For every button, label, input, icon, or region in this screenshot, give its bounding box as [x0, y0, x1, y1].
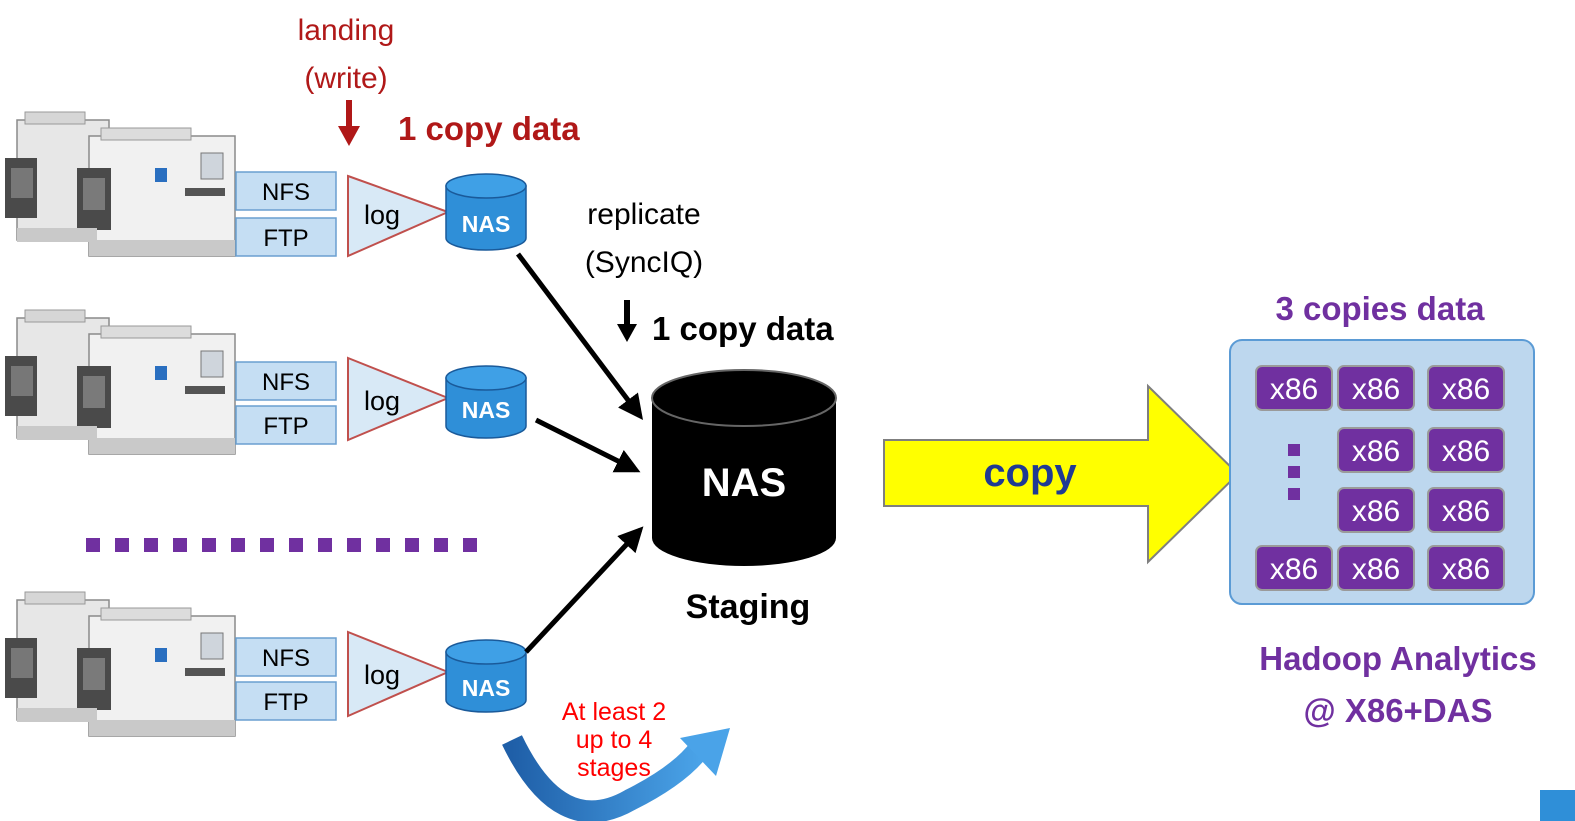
- x86-node-chip: [1337, 545, 1415, 591]
- log-label: log: [364, 660, 400, 690]
- replicate-arrow-1: [516, 252, 644, 420]
- x86-node-label: x86: [1352, 495, 1400, 528]
- staging-nas-cylinder-icon: [651, 369, 837, 566]
- nas-cylinder-icon: [445, 639, 527, 713]
- x86-node-label: x86: [1442, 373, 1490, 406]
- x86-node-chip: [1255, 545, 1333, 591]
- nfs-box: [235, 171, 337, 211]
- hadoop-caption-line1: Hadoop Analytics: [1259, 640, 1537, 677]
- nfs-box: [235, 361, 337, 401]
- ftp-box: [235, 405, 337, 445]
- ftp-box: [235, 681, 337, 721]
- ftp-label: FTP: [263, 413, 308, 440]
- corner-marker: [1540, 790, 1575, 821]
- x86-node-label: x86: [1442, 495, 1490, 528]
- semiconductor-tool-icon: [4, 591, 236, 737]
- copy-arrow-icon: [883, 383, 1240, 565]
- nfs-label: NFS: [262, 179, 310, 206]
- x86-node-label: x86: [1352, 553, 1400, 586]
- x86-node-chip: [1337, 427, 1415, 473]
- ftp-label: FTP: [263, 225, 308, 252]
- nas-cylinder-icon: [445, 173, 527, 251]
- hadoop-ellipsis-icon: [1288, 444, 1300, 500]
- semiconductor-tool-icon: [4, 309, 236, 455]
- landing-copy-label: 1 copy data: [398, 110, 580, 147]
- nas-label: NAS: [462, 675, 511, 701]
- nas-label: NAS: [462, 397, 511, 423]
- replicate-down-arrow-icon: [617, 300, 637, 342]
- log-label: log: [364, 200, 400, 230]
- landing-label-line2: (write): [304, 62, 387, 95]
- log-funnel-icon: [347, 174, 451, 258]
- landing-label-line1: landing: [298, 14, 395, 47]
- log-label: log: [364, 386, 400, 416]
- x86-node-chip: [1427, 427, 1505, 473]
- x86-node-chip: [1337, 487, 1415, 533]
- stages-curved-arrow-icon: [502, 728, 730, 821]
- source-row-3: NFS FTP log NAS: [4, 591, 527, 737]
- nas-cylinder-icon: [445, 365, 527, 439]
- x86-node-chip: [1427, 365, 1505, 411]
- x86-node-label: x86: [1270, 553, 1318, 586]
- log-funnel-icon: [347, 356, 451, 442]
- replicate-label-line2: (SyncIQ): [585, 246, 703, 279]
- x86-node-chip: [1427, 545, 1505, 591]
- replicate-arrow-3: [524, 526, 644, 654]
- hadoop-title: 3 copies data: [1275, 290, 1485, 327]
- stages-note-line3: stages: [577, 754, 651, 782]
- stages-note-line2: up to 4: [576, 726, 653, 754]
- x86-node-label: x86: [1442, 553, 1490, 586]
- nfs-label: NFS: [262, 369, 310, 396]
- staging-nas-label: NAS: [702, 461, 786, 505]
- replicate-arrow-2: [534, 417, 641, 473]
- x86-node-chip: [1255, 365, 1333, 411]
- nas-label: NAS: [462, 211, 511, 237]
- x86-node-chip: [1337, 365, 1415, 411]
- log-funnel-icon: [347, 630, 451, 718]
- nfs-label: NFS: [262, 645, 310, 672]
- hadoop-caption-line2: @ X86+DAS: [1303, 692, 1492, 729]
- x86-node-label: x86: [1270, 373, 1318, 406]
- replicate-copy-label: 1 copy data: [652, 310, 834, 347]
- x86-node-label: x86: [1352, 373, 1400, 406]
- x86-node-chip: [1427, 487, 1505, 533]
- x86-node-label: x86: [1442, 435, 1490, 468]
- ftp-label: FTP: [263, 689, 308, 716]
- source-row-2: NFS FTP log NAS: [4, 309, 527, 455]
- copy-arrow-label: copy: [983, 451, 1077, 495]
- stages-note-line1: At least 2: [562, 698, 666, 726]
- nfs-box: [235, 637, 337, 677]
- source-row-1: NFS FTP log NAS: [4, 111, 527, 258]
- staging-caption: Staging: [686, 588, 811, 626]
- semiconductor-tool-icon: [4, 111, 236, 257]
- x86-node-grid: x86 x86 x86 x86 x86 x86 x86 x86 x86 x86: [1255, 365, 1505, 591]
- x86-node-label: x86: [1352, 435, 1400, 468]
- ftp-box: [235, 217, 337, 257]
- landing-down-arrow-icon: [338, 100, 360, 146]
- replicate-label-line1: replicate: [587, 198, 700, 231]
